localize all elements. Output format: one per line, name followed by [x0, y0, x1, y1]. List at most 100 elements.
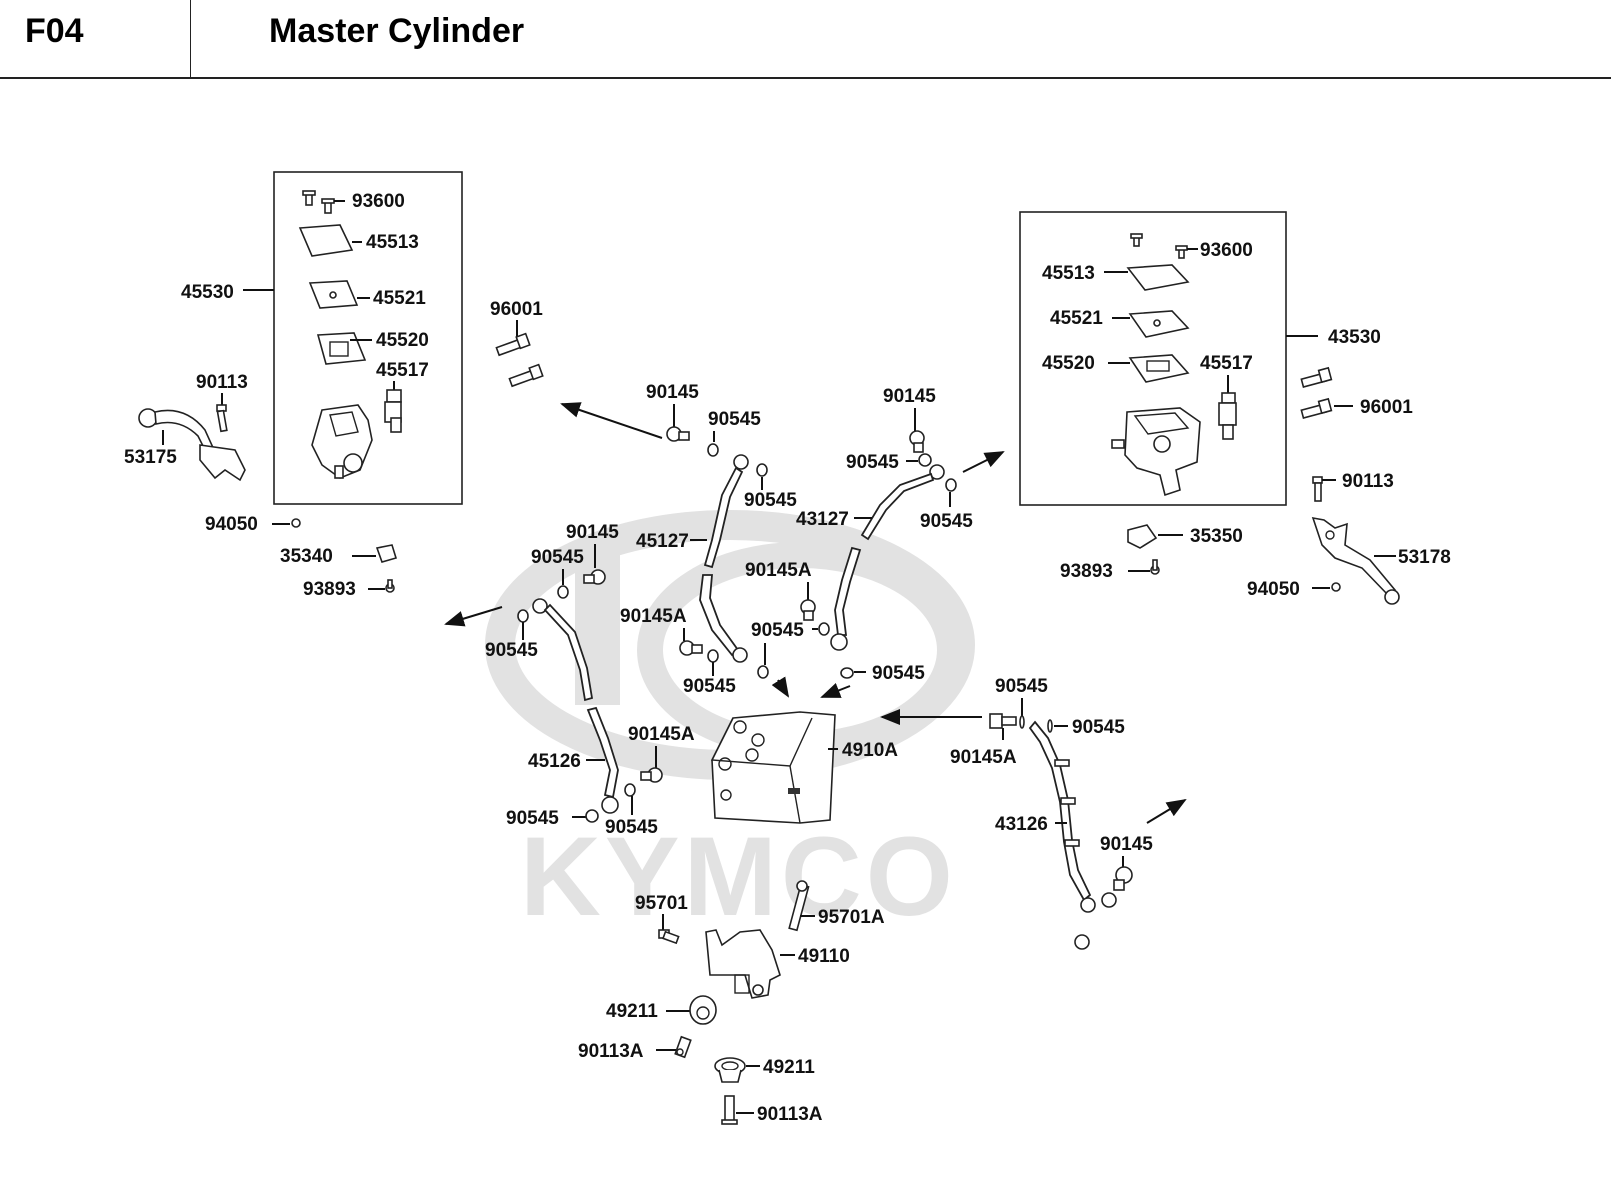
section-code: F04	[25, 12, 84, 50]
label-washer-low1: 90545	[506, 808, 559, 829]
right-plate-hole	[1153, 319, 1161, 327]
left-switch-screw-icon	[385, 579, 395, 593]
label-right-lever: 53178	[1398, 547, 1451, 568]
right-brake-lever-icon	[1311, 516, 1400, 605]
label-left-assembly: 45530	[181, 282, 234, 303]
watermark-text: KYMCO	[520, 814, 957, 939]
right-fitting-icon	[1218, 392, 1237, 440]
right-diaphragm-icon	[1128, 354, 1190, 383]
label-washer-r4: 90545	[995, 676, 1048, 697]
label-collar2: 90113A	[757, 1104, 823, 1125]
left-assembly-box	[273, 171, 463, 505]
right-assembly-box	[1019, 211, 1287, 506]
label-banjo-right: 90145	[883, 386, 936, 407]
label-banjo-a1: 90145A	[620, 606, 687, 627]
right-switch-screw-icon	[1150, 559, 1160, 575]
label-bolt-95701a: 95701A	[818, 907, 885, 928]
label-right-switch: 35350	[1190, 526, 1243, 547]
header-divider	[190, 0, 191, 77]
washer-left-icon	[517, 609, 529, 623]
label-hose-right: 43127	[796, 509, 849, 530]
label-left-nut: 94050	[205, 514, 258, 535]
label-abs-unit: 4910A	[842, 740, 898, 761]
label-left-switch: 35340	[280, 546, 333, 567]
right-bolt-pair-icon	[1300, 366, 1333, 419]
washer-right3-icon	[840, 667, 854, 679]
label-grommet1: 49211	[606, 1001, 658, 1022]
left-master-cylinder-body-icon	[311, 404, 373, 479]
left-plate-hole	[329, 291, 337, 299]
label-washer-top2: 90545	[744, 490, 797, 511]
label-hose-lower: 45126	[528, 751, 581, 772]
label-washer-right2: 90545	[920, 511, 973, 532]
right-screw-icon	[1130, 233, 1188, 259]
label-washer-low2: 90545	[605, 817, 658, 838]
left-fitting-icon	[384, 389, 402, 433]
label-bolt-95701: 95701	[635, 893, 688, 914]
grommet2-icon	[714, 1057, 746, 1083]
banjo-bolt-mid-icon	[583, 569, 606, 585]
banjo-bolt-right-icon	[909, 430, 925, 453]
label-hose-rear: 43126	[995, 814, 1048, 835]
label-left-fitting: 45517	[376, 360, 429, 381]
arrow-to-left-cylinder	[560, 402, 663, 439]
arrow-rear-out	[1146, 798, 1187, 824]
right-pivot-bolt-icon	[1312, 476, 1323, 502]
bolt-95701a-icon	[788, 880, 810, 932]
label-right-diaphragm: 45520	[1042, 353, 1095, 374]
banjo-bolt-a2-icon	[800, 599, 816, 621]
banjo-bolt-a4-icon	[989, 713, 1017, 729]
bolt-95701-icon	[658, 929, 680, 945]
label-washer-right3: 90545	[872, 663, 925, 684]
label-banjo-mid: 90145	[566, 522, 619, 543]
label-right-switch-screw: 93893	[1060, 561, 1113, 582]
label-right-pivot-bolt: 90113	[1342, 471, 1394, 492]
label-left-screw: 93600	[352, 191, 405, 212]
label-banjo-a4: 90145A	[950, 747, 1017, 768]
label-banjo-a2: 90145A	[745, 560, 812, 581]
grommet1-icon	[689, 995, 717, 1025]
banjo-bolt-top-icon	[666, 426, 690, 442]
label-washer-top: 90545	[708, 409, 761, 430]
washer-a2-icon	[818, 622, 830, 636]
banjo-bolt-a1-icon	[679, 640, 703, 656]
banjo-bolt-rear-icon	[1113, 866, 1133, 891]
arrow-to-abs-1	[771, 676, 790, 698]
label-right-fitting: 45517	[1200, 353, 1253, 374]
washer-top2-icon	[756, 463, 768, 477]
label-left-switch-screw: 93893	[303, 579, 356, 600]
label-banjo-a3: 90145A	[628, 724, 695, 745]
banjo-bolt-a3-icon	[640, 767, 663, 783]
label-left-lever: 53175	[124, 447, 177, 468]
washer-a1-icon	[707, 649, 719, 663]
label-bracket: 49110	[798, 946, 850, 967]
arrow-to-abs-2	[820, 682, 851, 698]
washer-right2-icon	[945, 478, 957, 492]
hose-43127-icon	[830, 464, 945, 651]
label-left-diaphragm: 45520	[376, 330, 429, 351]
hose-45127-icon	[699, 454, 749, 663]
washer-mid-icon	[557, 585, 569, 599]
washer-r5-icon	[1047, 719, 1053, 733]
arrow-to-right-cylinder	[962, 451, 1005, 473]
hose-43126-icon	[1028, 720, 1096, 950]
label-washer-r5: 90545	[1072, 717, 1125, 738]
label-right-nut: 94050	[1247, 579, 1300, 600]
right-diaphragm-inner	[1146, 360, 1170, 372]
left-cap-icon	[298, 224, 354, 257]
label-right-bolt: 96001	[1360, 397, 1413, 418]
collar1-icon	[674, 1035, 692, 1059]
washer-low2-icon	[624, 783, 636, 797]
left-nut-icon	[291, 518, 301, 528]
page-header: F04 Master Cylinder	[0, 0, 1611, 79]
bolt-pair-icon	[495, 332, 544, 388]
washer-low1-icon	[585, 809, 599, 823]
left-diaphragm-icon	[316, 332, 367, 365]
label-right-plate: 45521	[1050, 308, 1103, 329]
label-left-pivot-bolt: 90113	[196, 372, 248, 393]
bracket-49110-icon	[705, 929, 781, 999]
label-hose-upper: 45127	[636, 531, 689, 552]
right-switch-icon	[1127, 524, 1158, 549]
left-screw-icon	[302, 190, 335, 214]
